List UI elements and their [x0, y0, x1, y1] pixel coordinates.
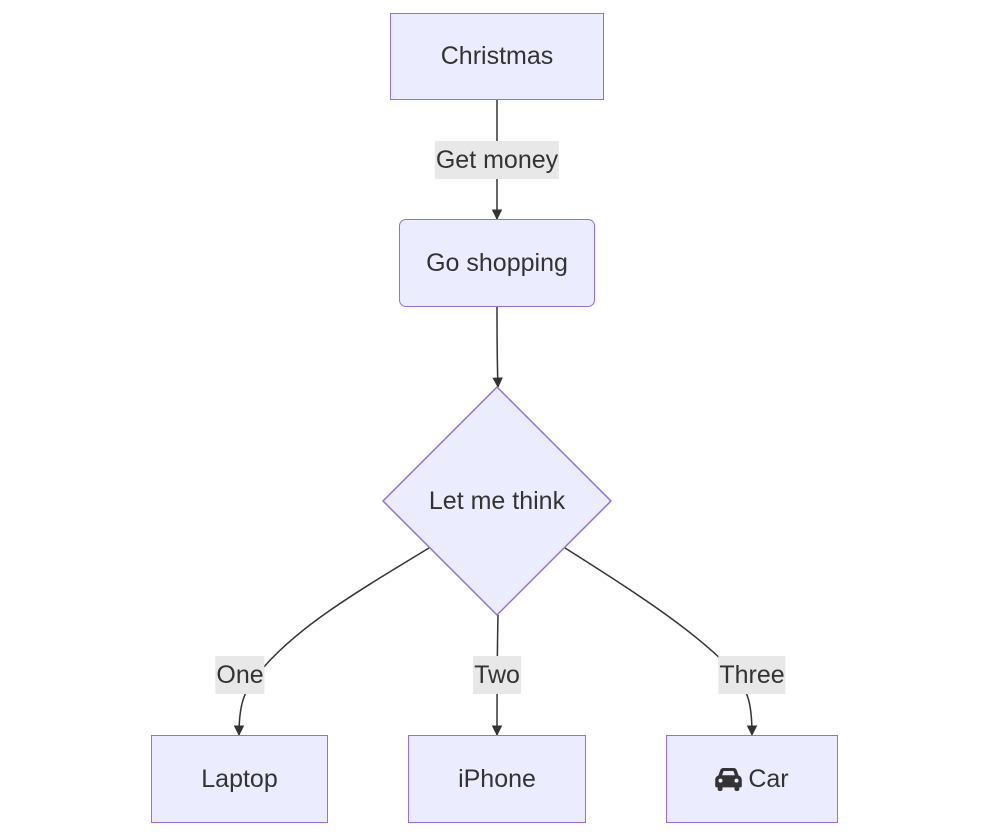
edge-decision-to-car: [564, 547, 758, 737]
node-let-me-think-label: Let me think: [428, 486, 566, 515]
edge-shopping-to-decision: [492, 306, 503, 389]
car-icon: [715, 768, 743, 791]
node-laptop: Laptop: [151, 735, 328, 823]
node-car: Car: [666, 735, 838, 823]
decision-diamond-shape: [381, 385, 613, 617]
edge-decision-to-laptop: [233, 547, 430, 737]
node-christmas-label: Christmas: [440, 42, 554, 70]
node-iphone: iPhone: [408, 735, 586, 823]
node-laptop-label: Laptop: [201, 764, 278, 793]
edge-label-three: Three: [718, 656, 786, 694]
edge-label-two: Two: [473, 656, 521, 694]
node-christmas: Christmas: [390, 13, 604, 100]
edge-label-one: One: [215, 656, 265, 694]
edge-label-get-money: Get money: [434, 141, 560, 179]
node-go-shopping: Go shopping: [399, 219, 595, 307]
node-car-content: Car: [715, 764, 789, 794]
node-car-label: Car: [748, 764, 789, 793]
node-iphone-label: iPhone: [458, 764, 536, 793]
node-let-me-think: Let me think: [383, 481, 611, 521]
node-go-shopping-label: Go shopping: [426, 248, 568, 277]
